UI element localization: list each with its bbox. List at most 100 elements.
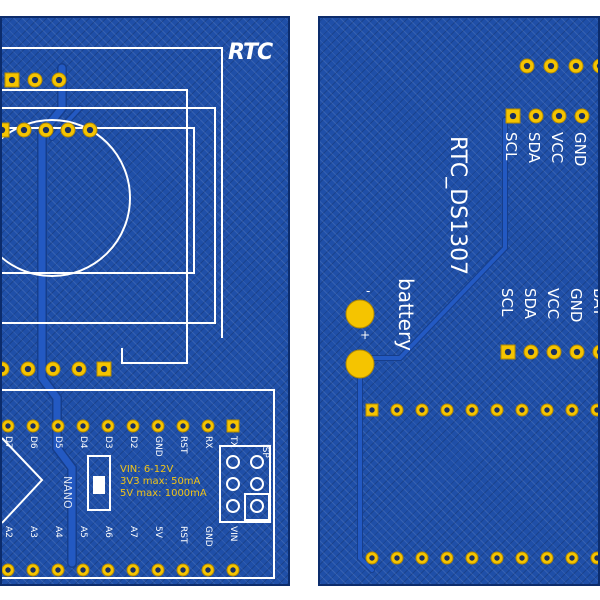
bottom-pin-label-a7: A7 xyxy=(128,526,138,538)
rtc-bottom-pad-hole xyxy=(100,365,108,373)
h1-pin-label-gnd: GND xyxy=(571,132,589,167)
nano-bottom-pad-hole xyxy=(80,567,86,573)
header1-pad-hole xyxy=(532,112,540,120)
nano-bottom-pad-hole xyxy=(180,567,186,573)
back-row-b-pad-hole xyxy=(494,555,500,561)
h2-pin-label-bat: BAT xyxy=(590,288,600,317)
nano-switch-outline xyxy=(87,455,111,511)
back-row-b-pad-hole xyxy=(519,555,525,561)
spec-vin: VIN: 6-12V xyxy=(120,464,174,475)
nano-top-pad-hole xyxy=(30,423,36,429)
bottom-pin-label-a4: A4 xyxy=(53,526,63,538)
bottom-pin-label-gnd: GND xyxy=(203,526,213,547)
back-top-pad-hole xyxy=(572,62,580,70)
nano-top-pad-hole xyxy=(55,423,61,429)
nano-label: NANO xyxy=(61,476,74,509)
nano-top-pad-hole xyxy=(80,423,86,429)
back-row-b-pad-hole xyxy=(544,555,550,561)
top-pin-label-rst: RST xyxy=(178,436,188,454)
rtc-pad-rows xyxy=(2,72,112,377)
rtc-mid-pad-hole xyxy=(86,126,94,134)
back-row-a-pad-hole xyxy=(469,407,475,413)
nano-bottom-pad-hole xyxy=(205,567,211,573)
back-row-b-pad-hole xyxy=(594,555,598,561)
back-row-a-pad-hole xyxy=(594,407,598,413)
top-pin-label-gnd: GND xyxy=(153,436,163,457)
back-row-a-pad-hole xyxy=(444,407,450,413)
bottom-pin-label-a3: A3 xyxy=(28,526,38,538)
bottom-pin-label-vin: VIN xyxy=(228,526,238,542)
rtc-bottom-pad-hole xyxy=(24,365,32,373)
back-row-b-pad-hole xyxy=(419,555,425,561)
back-top-pad-hole xyxy=(523,62,531,70)
back-row-b-pad-hole xyxy=(444,555,450,561)
bottom-pin-label-a5: A5 xyxy=(78,526,88,538)
back-row-a-pad-hole xyxy=(519,407,525,413)
rtc-bottom-pad-hole xyxy=(75,365,83,373)
pcb-front-artwork xyxy=(2,47,275,579)
rtc-logo: RTC xyxy=(228,40,273,65)
nano-top-pad-hole xyxy=(230,423,236,429)
header2-pad-hole xyxy=(596,349,598,355)
bottom-pin-label-rst: RST xyxy=(178,526,188,544)
battery-plus-label: + xyxy=(360,328,371,342)
nano-bottom-pad-hole xyxy=(230,567,236,573)
rtc-bottom-pad-hole xyxy=(2,365,6,373)
back-row-a-pad-hole xyxy=(494,407,500,413)
nano-bottom-pad-hole xyxy=(5,567,11,573)
nano-top-pad-hole xyxy=(205,423,211,429)
nano-top-pad-hole xyxy=(155,423,161,429)
back-row-b-pad-hole xyxy=(469,555,475,561)
h1-pin-label-sda: SDA xyxy=(525,132,543,164)
nano-pad-rows xyxy=(2,419,240,577)
h2-pin-label-gnd: GND xyxy=(567,288,585,323)
back-tracks xyxy=(357,117,508,573)
nano-top-pad-hole xyxy=(105,423,111,429)
battery-pads xyxy=(345,299,375,379)
isp-header-outline xyxy=(219,445,271,523)
bottom-pin-label-a6: A6 xyxy=(103,526,113,538)
rtc-mid-pad-hole xyxy=(2,126,6,134)
nano-bottom-pad-hole xyxy=(105,567,111,573)
isp-pads xyxy=(226,455,264,513)
spec-3v3: 3V3 max: 50mA xyxy=(120,476,201,487)
rtc-mid-pad xyxy=(2,122,10,138)
h2-pin-label-scl: SCL xyxy=(498,288,516,317)
bottom-pin-label-5v: 5V xyxy=(153,526,163,538)
module-title: RTC_DS1307 xyxy=(445,136,470,276)
header1-pad-hole xyxy=(509,112,517,120)
header1-pad-hole xyxy=(578,112,586,120)
back-row-b-pad-hole xyxy=(394,555,400,561)
coin-cell-holder-outline xyxy=(2,119,131,277)
nano-top-pad-hole xyxy=(5,423,11,429)
top-pin-label-d2: D2 xyxy=(128,436,138,449)
back-row-b-pad-hole xyxy=(369,555,375,561)
rtc-module-outline xyxy=(2,47,223,364)
rtc-mid-pad-hole xyxy=(64,126,72,134)
rtc-top-pad-hole xyxy=(55,76,63,84)
nano-module-outline xyxy=(2,389,275,579)
nano-bottom-pad-hole xyxy=(155,567,161,573)
isp-label: ISP xyxy=(260,444,270,458)
rtc-top-pad-hole xyxy=(31,76,39,84)
nano-bottom-pad-hole xyxy=(55,567,61,573)
nano-bottom-pad-hole xyxy=(30,567,36,573)
bottom-pin-label-a2: A2 xyxy=(3,526,13,538)
top-pin-label-d3: D3 xyxy=(103,436,113,449)
top-pin-label-d7: D7 xyxy=(3,436,13,449)
back-row-a-pad-hole xyxy=(544,407,550,413)
nano-top-pad-hole xyxy=(130,423,136,429)
header2-pad-hole xyxy=(573,348,581,356)
power-specs: VIN: 6-12V 3V3 max: 50mA 5V max: 1000mA xyxy=(120,464,207,500)
header2-pad-hole xyxy=(527,348,535,356)
top-pin-label-d5: D5 xyxy=(53,436,63,449)
back-pad-rows xyxy=(365,58,598,565)
battery-label: battery xyxy=(394,278,418,351)
header2-pad-hole xyxy=(504,348,512,356)
back-row-a-pad-hole xyxy=(419,407,425,413)
nano-top-pad-hole xyxy=(180,423,186,429)
h2-pin-label-sda: SDA xyxy=(521,288,539,320)
header2-pad-hole xyxy=(550,348,558,356)
top-pin-label-d6: D6 xyxy=(28,436,38,449)
